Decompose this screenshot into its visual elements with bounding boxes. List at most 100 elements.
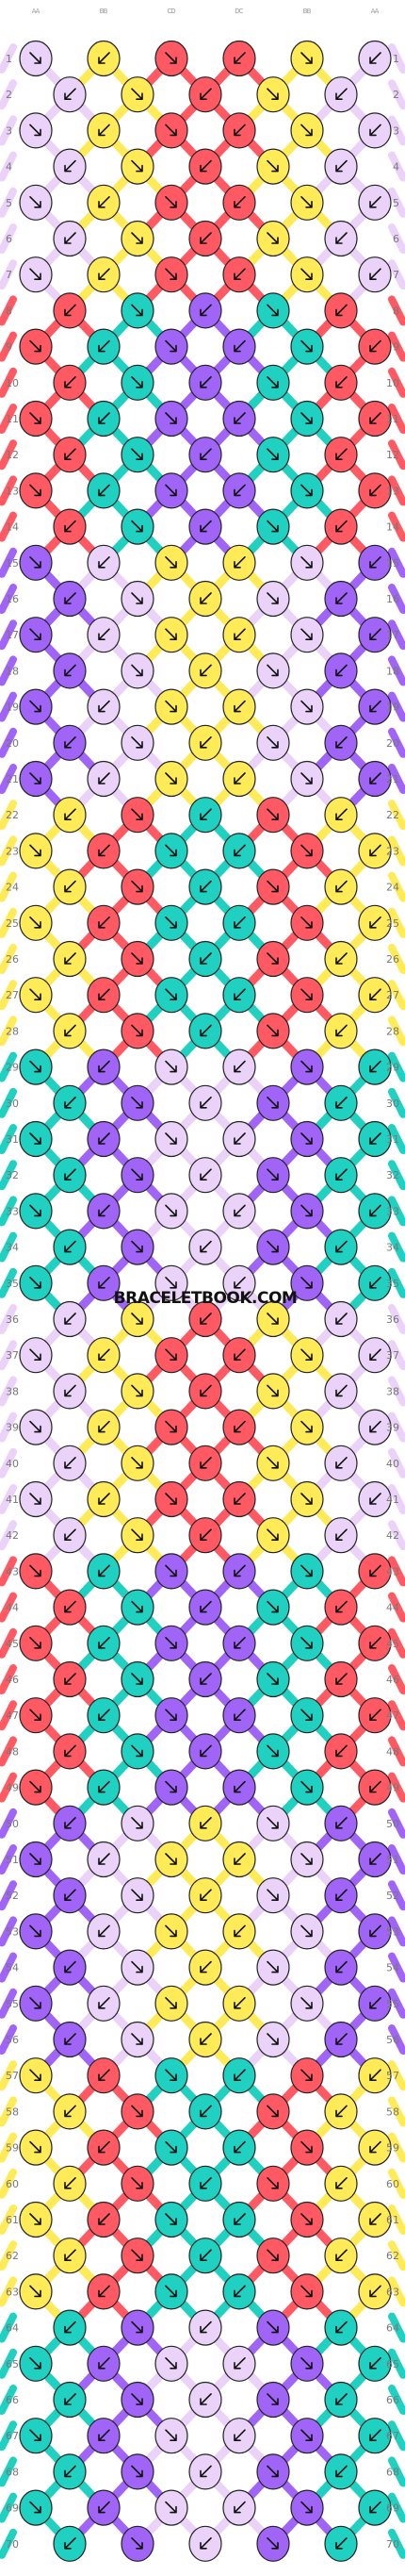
knot-arrow-icon (369, 844, 381, 857)
edge-string-segment (0, 1988, 17, 2019)
string-letter: B (307, 8, 312, 15)
knot (222, 1841, 256, 1878)
knot-arrow-icon (200, 1457, 212, 1469)
knot-arrow-icon (165, 1204, 177, 1217)
knot-arrow-icon (234, 339, 246, 353)
knot-arrow-icon (64, 2033, 76, 2045)
knot-arrow-icon (165, 52, 177, 64)
knot-arrow-icon (98, 556, 110, 569)
knot-arrow-icon (29, 196, 41, 208)
row-number: 12 (6, 449, 19, 461)
knot-arrow-icon (234, 52, 246, 64)
edge-string-segment (0, 2024, 17, 2055)
edge-string-segment (388, 1700, 405, 1731)
knot (358, 833, 392, 869)
knot (358, 472, 392, 509)
knot-arrow-icon (300, 2285, 313, 2298)
knot (188, 2237, 222, 2274)
row-number: 60 (6, 2178, 19, 2190)
knot-arrow-icon (165, 1564, 177, 1577)
edge-string-segment (388, 115, 405, 146)
row-number: 25 (386, 917, 399, 930)
knot (87, 184, 121, 221)
knot-arrow-icon (165, 1132, 177, 1145)
knot (19, 1769, 53, 1806)
knot-arrow-icon (200, 664, 212, 677)
knot (121, 2093, 154, 2130)
knot-arrow-icon (131, 2249, 143, 2261)
knot (324, 437, 358, 473)
knot (87, 1913, 121, 1950)
knot-arrow-icon (131, 1673, 143, 1685)
knot (324, 724, 358, 761)
knot (87, 977, 121, 1014)
knot-arrow-icon (335, 1673, 348, 1685)
knot-arrow-icon (335, 2105, 348, 2118)
knot-arrow-icon (300, 1493, 313, 1505)
knot-arrow-icon (165, 628, 177, 640)
knot (19, 2201, 53, 2238)
row-number: 61 (386, 2214, 399, 2226)
knot-arrow-icon (165, 484, 177, 497)
knot (53, 1877, 87, 1914)
knot-arrow-icon (29, 1204, 41, 1217)
row-number: 10 (6, 377, 19, 389)
knot-arrow-icon (165, 916, 177, 929)
knot (290, 617, 324, 653)
knot (290, 400, 324, 438)
edge-string-segment (0, 2348, 17, 2379)
knot-arrow-icon (267, 304, 279, 317)
knot (290, 2418, 324, 2454)
edge-string-segment (0, 43, 17, 74)
row-number: 51 (6, 1854, 19, 1866)
knot-arrow-icon (29, 1060, 41, 1073)
knot-arrow-icon (98, 1493, 110, 1505)
row-number: 57 (386, 2070, 399, 2082)
knot (87, 1985, 121, 2022)
knot-arrow-icon (29, 2501, 41, 2514)
row-number: 67 (386, 2430, 399, 2442)
row-number: 57 (6, 2070, 19, 2082)
knot-arrow-icon (98, 2429, 110, 2441)
row-number: 11 (6, 413, 19, 425)
knot-arrow-icon (335, 1313, 348, 1325)
knot-grid (19, 40, 392, 2562)
knot-arrow-icon (267, 1024, 279, 1037)
knot-arrow-icon (267, 736, 279, 749)
knot (154, 833, 188, 869)
knot (87, 2418, 121, 2454)
edge-string-segment (388, 1196, 405, 1227)
knot-arrow-icon (335, 1817, 348, 1829)
knot-arrow-icon (64, 1457, 76, 1469)
row-number: 13 (6, 485, 19, 497)
knot (256, 1589, 290, 1626)
row-number: 59 (6, 2142, 19, 2155)
watermark-text: BRACELETBOOK.COM (114, 1289, 298, 1308)
edge-string-segment (388, 259, 405, 290)
knot (188, 2381, 222, 2419)
knot (188, 652, 222, 689)
knot-arrow-icon (267, 232, 279, 244)
knot (256, 1013, 290, 1049)
knot (188, 2093, 222, 2130)
knot (19, 1409, 53, 1445)
knot (256, 1733, 290, 1770)
knot (358, 1264, 392, 1301)
knot (324, 2021, 358, 2058)
knot (87, 328, 121, 365)
knot-arrow-icon (200, 1168, 212, 1181)
knot (87, 40, 121, 77)
knot-arrow-icon (64, 1384, 76, 1397)
edge-string-segment (0, 404, 17, 434)
knot-arrow-icon (165, 556, 177, 569)
knot-arrow-icon (234, 772, 246, 784)
knot (87, 1264, 121, 1301)
edge-string-segment (0, 2492, 17, 2523)
knot-arrow-icon (369, 412, 381, 424)
knot (324, 1084, 358, 1121)
knot-arrow-icon (29, 1997, 41, 2009)
knot-arrow-icon (64, 159, 76, 173)
knot-arrow-icon (64, 736, 76, 749)
knot-arrow-icon (300, 556, 313, 569)
knot (290, 833, 324, 869)
